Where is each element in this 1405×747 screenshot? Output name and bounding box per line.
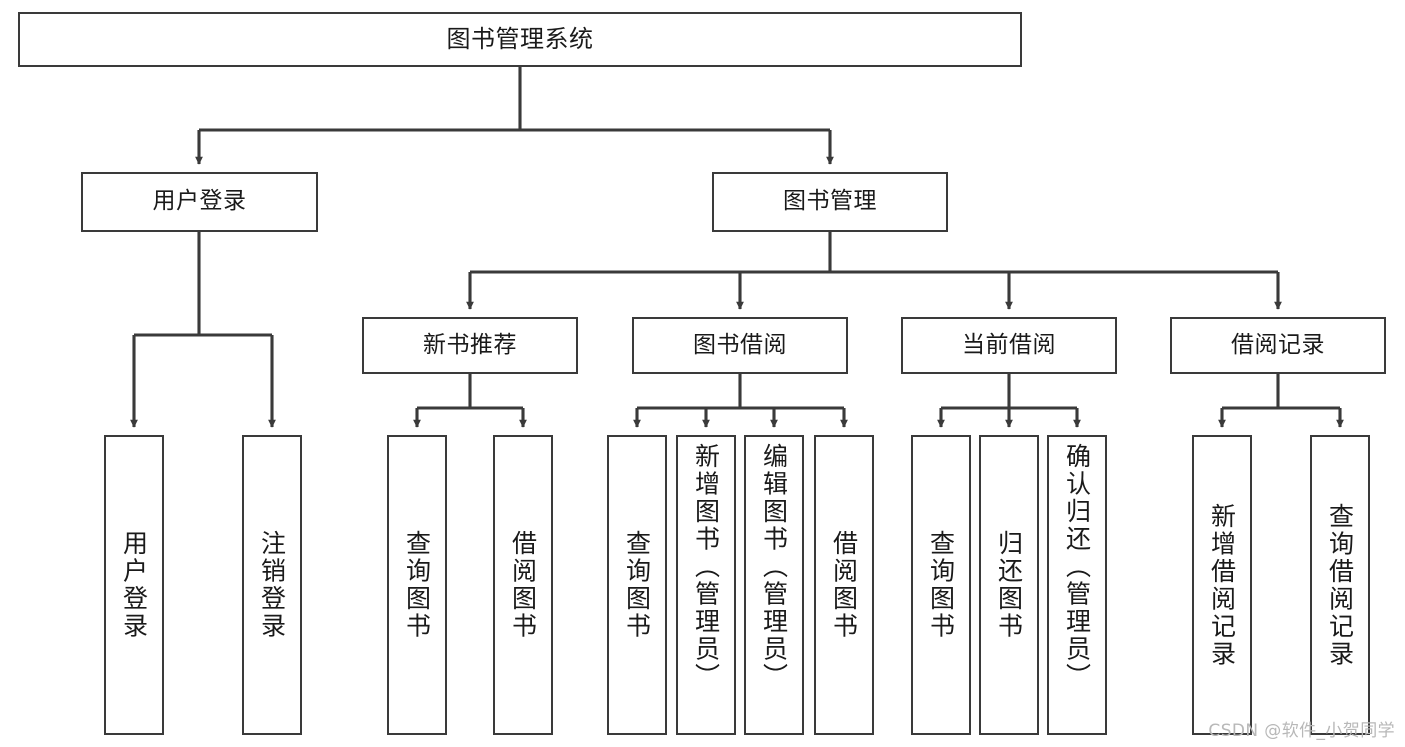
leaf-borrow-book-1[interactable]: 借阅图书 xyxy=(493,435,553,735)
leaf-add-borrow-record[interactable]: 新增借阅记录 xyxy=(1192,435,1252,735)
leaf-confirm-return-admin[interactable]: 确认归还（管理员） xyxy=(1047,435,1107,735)
node-label: 新书推荐 xyxy=(423,331,517,358)
leaf-query-book-1[interactable]: 查询图书 xyxy=(387,435,447,735)
leaf-query-book-2[interactable]: 查询图书 xyxy=(607,435,667,735)
node-label: 归还图书 xyxy=(994,530,1024,640)
node-label: 新增借阅记录 xyxy=(1207,502,1237,668)
node-label: 确认归还（管理员） xyxy=(1062,443,1092,691)
node-label: 用户登录 xyxy=(119,530,149,640)
node-new-book-recommend[interactable]: 新书推荐 xyxy=(362,317,578,374)
node-label: 借阅图书 xyxy=(829,530,859,640)
node-label: 新增图书（管理员） xyxy=(691,443,721,691)
node-label: 编辑图书（管理员） xyxy=(759,443,789,691)
leaf-query-book-3[interactable]: 查询图书 xyxy=(911,435,971,735)
node-label: 注销登录 xyxy=(257,530,287,640)
node-borrow-record[interactable]: 借阅记录 xyxy=(1170,317,1386,374)
node-label: 查询图书 xyxy=(926,530,956,640)
node-current-borrow[interactable]: 当前借阅 xyxy=(901,317,1117,374)
leaf-edit-book-admin[interactable]: 编辑图书（管理员） xyxy=(744,435,804,735)
node-label: 图书管理 xyxy=(783,188,877,215)
leaf-user-login[interactable]: 用户登录 xyxy=(104,435,164,735)
node-label: 查询图书 xyxy=(402,530,432,640)
node-label: 当前借阅 xyxy=(962,331,1056,358)
leaf-logout-login[interactable]: 注销登录 xyxy=(242,435,302,735)
node-label: 查询图书 xyxy=(622,530,652,640)
csdn-watermark: CSDN @软件_小贺同学 xyxy=(1208,721,1395,741)
leaf-query-borrow-record[interactable]: 查询借阅记录 xyxy=(1310,435,1370,735)
leaf-return-book[interactable]: 归还图书 xyxy=(979,435,1039,735)
node-root-book-management-system[interactable]: 图书管理系统 xyxy=(18,12,1022,67)
node-label: 图书借阅 xyxy=(693,331,787,358)
node-book-borrow[interactable]: 图书借阅 xyxy=(632,317,848,374)
node-label: 查询借阅记录 xyxy=(1325,502,1355,668)
node-book-management[interactable]: 图书管理 xyxy=(712,172,948,232)
leaf-add-book-admin[interactable]: 新增图书（管理员） xyxy=(676,435,736,735)
leaf-borrow-book-2[interactable]: 借阅图书 xyxy=(814,435,874,735)
node-label: 借阅记录 xyxy=(1231,331,1325,358)
node-label: 借阅图书 xyxy=(508,530,538,640)
node-label: 用户登录 xyxy=(152,188,247,215)
node-label: 图书管理系统 xyxy=(446,25,594,54)
node-user-login[interactable]: 用户登录 xyxy=(81,172,318,232)
